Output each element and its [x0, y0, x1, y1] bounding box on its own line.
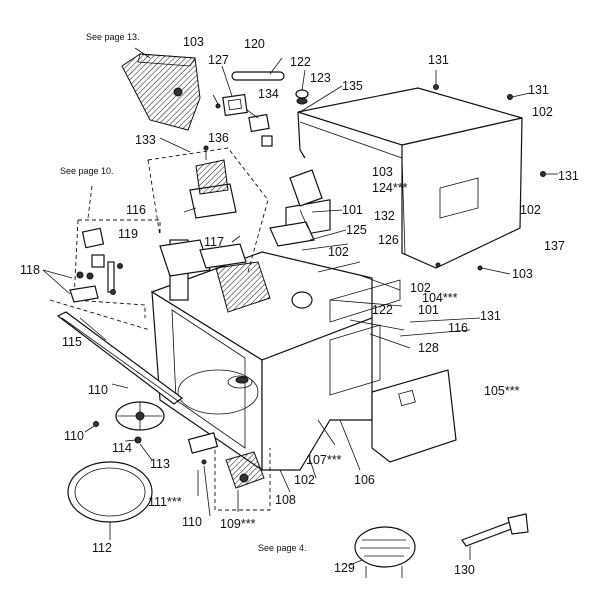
part-callouts: 103 120 127 122 123 135 134 136 133 131 … [20, 35, 579, 577]
hinge-parts [69, 227, 123, 303]
callout-116-left: 116 [126, 203, 146, 217]
callout-106: 106 [354, 473, 375, 487]
page-references: See page 13. See page 10. See page 4. [60, 32, 307, 553]
callout-102-upper-right: 102 [532, 105, 553, 119]
callout-125: 125 [346, 223, 367, 237]
callout-110-bottom: 110 [182, 515, 202, 529]
callout-104: 104*** [422, 291, 458, 305]
callout-108: 108 [275, 493, 296, 507]
callout-124: 124*** [372, 181, 408, 195]
callout-129: 129 [334, 561, 355, 575]
callout-137: 137 [544, 239, 565, 253]
callout-127: 127 [208, 53, 229, 67]
callout-135: 135 [342, 79, 363, 93]
callout-128: 128 [418, 341, 439, 355]
callout-133: 133 [135, 133, 156, 147]
callout-114: 114 [112, 441, 132, 455]
door-latch-parts [212, 71, 309, 147]
callout-102-center: 102 [328, 245, 349, 259]
tool-130 [461, 513, 529, 547]
callout-103-mid: 103 [372, 165, 393, 179]
callout-122-top: 122 [290, 55, 311, 69]
outer-cabinet [297, 87, 523, 269]
callout-111: 111*** [148, 495, 182, 509]
callout-136: 136 [208, 131, 229, 145]
leader-lines [42, 57, 481, 566]
cabinet-screws [433, 70, 558, 275]
callout-103-right: 103 [512, 267, 533, 281]
callout-134: 134 [258, 87, 279, 101]
callout-113: 113 [150, 457, 170, 471]
callout-131-lower: 131 [480, 309, 501, 323]
callout-119: 119 [118, 227, 138, 241]
callout-105: 105*** [484, 384, 520, 398]
callout-109: 109*** [220, 517, 256, 531]
callout-132: 132 [374, 209, 395, 223]
see-page-10-note: See page 10. [60, 166, 114, 176]
callout-102-bottom: 102 [294, 473, 315, 487]
see-page-13-note: See page 13. [86, 32, 140, 42]
group-outlines [49, 147, 271, 511]
glass-turntable-tray [67, 461, 153, 523]
callout-103-top: 103 [183, 35, 204, 49]
see-page-4-note: See page 4. [258, 543, 307, 553]
stirrer-cover [354, 526, 416, 578]
callout-101-lower: 101 [418, 303, 439, 317]
fan-bracket [189, 145, 237, 219]
callout-120: 120 [244, 37, 265, 51]
callout-126: 126 [378, 233, 399, 247]
callout-131-top: 131 [428, 53, 449, 67]
callout-107: 107*** [306, 453, 342, 467]
callout-116-right: 116 [448, 321, 468, 335]
door-seal-strip [56, 311, 184, 405]
callout-130: 130 [454, 563, 475, 577]
oven-cavity [150, 251, 373, 472]
turntable-support [93, 401, 165, 444]
callout-131-upper-right: 131 [528, 83, 549, 97]
base-plate [317, 279, 457, 463]
callout-112: 112 [92, 541, 112, 555]
callout-115: 115 [62, 335, 82, 349]
control-panel-assembly [121, 47, 201, 131]
callout-118: 118 [20, 263, 40, 277]
callout-102-right: 102 [520, 203, 541, 217]
callout-123: 123 [310, 71, 331, 85]
callout-117: 117 [204, 235, 224, 249]
callout-102-lower: 102 [410, 281, 431, 295]
turntable-motor [187, 432, 265, 489]
callout-122-lower: 122 [372, 303, 393, 317]
callout-110-upper: 110 [88, 383, 108, 397]
upper-components [159, 169, 331, 313]
callout-110-left: 110 [64, 429, 84, 443]
callout-101-upper: 101 [342, 203, 363, 217]
callout-131-right: 131 [558, 169, 579, 183]
